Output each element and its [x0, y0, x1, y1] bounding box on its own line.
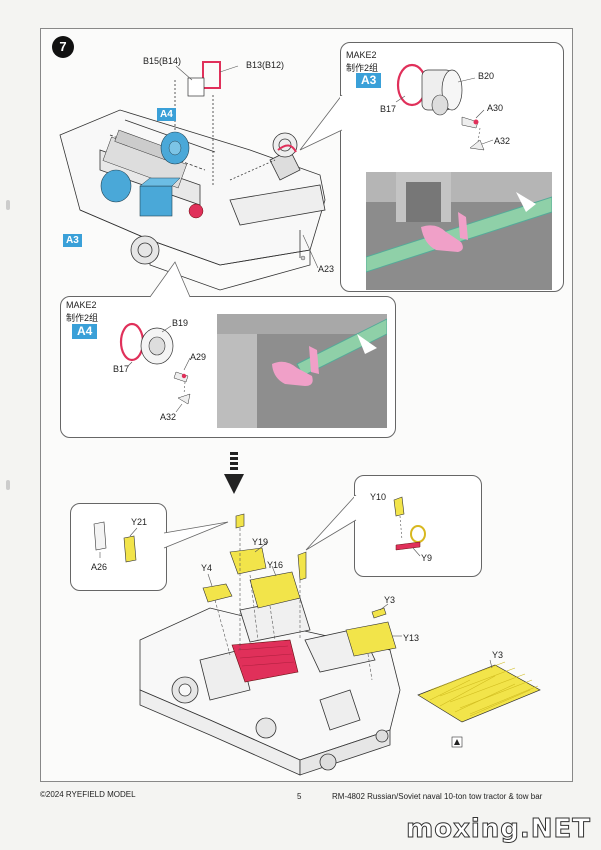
callout-a4-label-a29: A29	[190, 352, 207, 362]
label-b15: B15(B14)	[143, 56, 182, 66]
footer-title: RM-4802 Russian/Soviet naval 10-ton tow …	[332, 792, 543, 801]
part-b13	[202, 61, 221, 89]
label-b13: B13(B12)	[246, 60, 285, 70]
block-a3	[139, 185, 173, 217]
label-y3a: Y3	[384, 595, 396, 605]
part-y3a	[371, 607, 387, 619]
callout-a3-make: MAKE2	[346, 50, 377, 60]
wheel-a3	[100, 169, 132, 203]
label-y9: Y9	[421, 553, 433, 563]
watermark: moxing.NET	[406, 814, 591, 845]
footer-copyright: ©2024 RYEFIELD MODEL	[40, 790, 136, 799]
label-y13: Y13	[403, 633, 420, 643]
step-number-badge: 7	[52, 36, 74, 58]
callout-a3-label-b20: B20	[478, 71, 495, 81]
callout-a4-tag: A4	[72, 324, 98, 339]
callout-y21	[70, 503, 167, 591]
tag-a3: A3	[63, 234, 82, 247]
part-y19	[229, 547, 267, 575]
label-y10: Y10	[370, 492, 387, 502]
binder-hole	[6, 200, 10, 210]
callout-a3-photo	[366, 172, 552, 290]
label-y16: Y16	[267, 560, 284, 570]
callout-a4-label-a32: A32	[160, 412, 177, 422]
callout-a3-label-b17: B17	[380, 104, 397, 114]
callout-a4-label-b19: B19	[172, 318, 189, 328]
callout-a4-make-cn: 制作2组	[66, 313, 99, 323]
callout-a3-make-cn: 制作2组	[346, 63, 379, 73]
tag-a4: A4	[157, 108, 176, 121]
callout-a3-tag: A3	[356, 73, 382, 88]
floor-red	[231, 639, 299, 683]
callout-a4-make: MAKE2	[66, 300, 97, 310]
callout-a3-label-a32: A32	[494, 136, 511, 146]
callout-a4-photo	[217, 314, 387, 428]
part-y3-mesh	[417, 661, 541, 723]
footer-page-number: 5	[297, 792, 302, 801]
part-red-hub	[188, 203, 204, 219]
label-a26: A26	[91, 562, 108, 572]
callout-a4-photo-art	[217, 314, 387, 428]
label-y21: Y21	[131, 517, 148, 527]
callout-a3-photo-art	[366, 172, 552, 290]
part-y-rod	[297, 551, 307, 581]
part-y4	[202, 583, 233, 603]
label-y19: Y19	[252, 537, 269, 547]
label-y4: Y4	[201, 563, 213, 573]
callout-a4-label-b17: B17	[113, 364, 130, 374]
part-y13	[345, 621, 397, 657]
binder-hole	[6, 480, 10, 490]
label-a23: A23	[318, 264, 335, 274]
part-yslim	[235, 513, 245, 529]
label-y3b: Y3	[492, 650, 504, 660]
callout-a3-label-a30: A30	[487, 103, 504, 113]
